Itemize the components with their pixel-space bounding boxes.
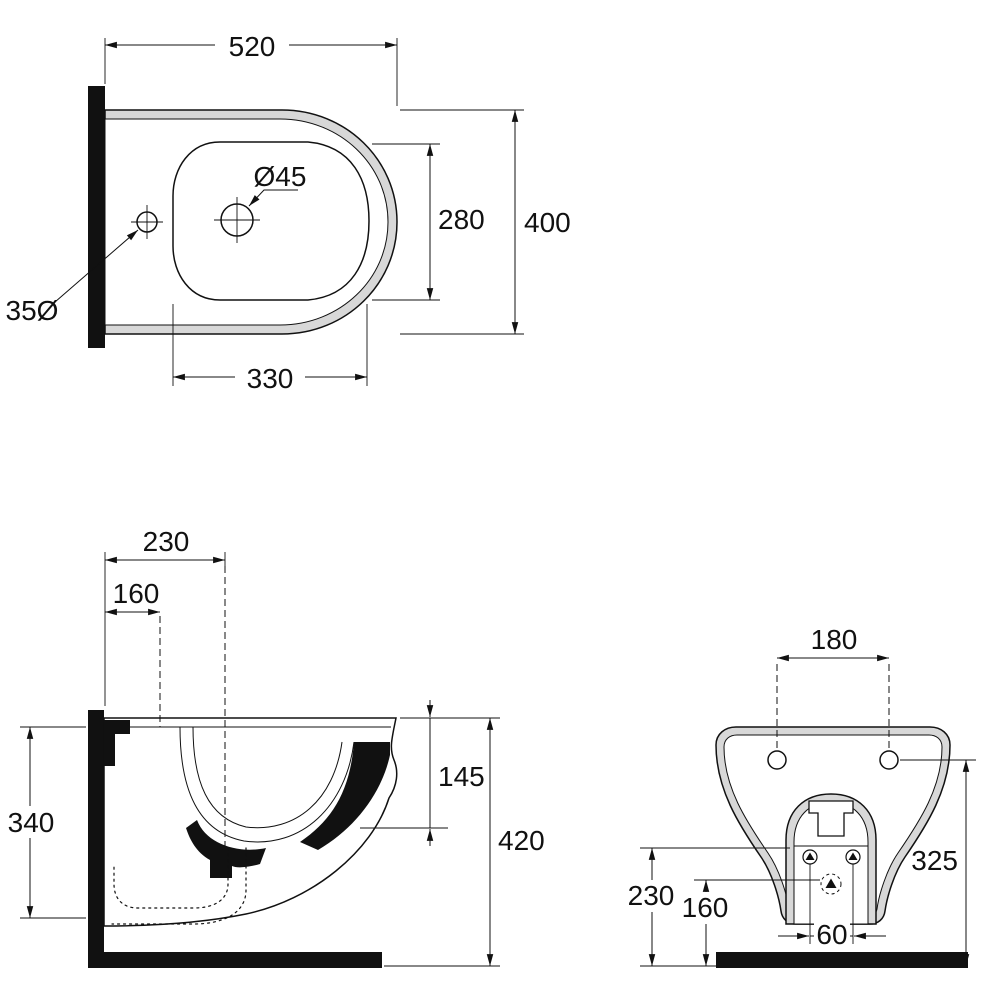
dim-180: 180 xyxy=(811,624,858,655)
bidet-profile-outline xyxy=(103,717,398,927)
dim-60: 60 xyxy=(816,919,847,950)
floor-section-side-view xyxy=(88,952,382,968)
dim-230-rear: 230 xyxy=(628,880,675,911)
dim-160-side: 160 xyxy=(113,578,160,609)
dim-halo xyxy=(814,918,850,950)
top-view: 520 400 280 Ø45 35Ø 330 xyxy=(6,28,571,394)
dim-520: 520 xyxy=(229,31,276,62)
inlet-mark xyxy=(825,878,837,888)
dim-tap-hole: Ø45 xyxy=(254,161,307,192)
dim-280: 280 xyxy=(438,204,485,235)
dim-400: 400 xyxy=(524,207,571,238)
leader-tap-hole xyxy=(248,189,298,207)
dim-halo xyxy=(235,360,305,392)
dim-230-side: 230 xyxy=(143,526,190,557)
inlet-hidden-circle xyxy=(820,873,842,895)
dim-side-hole: 35Ø xyxy=(6,295,59,326)
dim-halo xyxy=(620,880,682,912)
bowl-bottom-section xyxy=(186,820,266,878)
dim-340: 340 xyxy=(8,807,55,838)
dim-145: 145 xyxy=(438,761,485,792)
rim-rear-section xyxy=(300,742,390,850)
dim-160-rear: 160 xyxy=(682,892,729,923)
dim-330: 330 xyxy=(247,363,294,394)
dim-325: 325 xyxy=(911,845,958,876)
wall-section-top-view xyxy=(88,86,105,348)
dim-420: 420 xyxy=(498,825,545,856)
mount-hole-left xyxy=(767,750,787,770)
mount-hole-right xyxy=(879,750,899,770)
rear-view: 180 325 230 160 60 xyxy=(620,624,976,968)
side-view: 230 160 340 145 420 xyxy=(4,526,545,968)
wall-section-side-view xyxy=(88,710,104,968)
mount-bracket-section xyxy=(104,720,130,766)
basin-wall-line xyxy=(192,726,343,829)
fixing-mark-right xyxy=(848,852,858,860)
fixing-mark-left xyxy=(805,852,815,860)
dim-halo xyxy=(676,892,736,924)
dim-halo xyxy=(4,806,60,838)
basin-profile-line xyxy=(179,726,355,843)
floor-section-rear-view xyxy=(716,952,968,968)
basin-outline xyxy=(172,141,370,301)
dim-halo xyxy=(215,28,289,62)
leader-side-hole xyxy=(54,229,139,303)
trap-hidden-line-2 xyxy=(111,847,247,925)
trap-hidden-line-1 xyxy=(113,847,229,909)
flush-bracket xyxy=(808,800,854,837)
